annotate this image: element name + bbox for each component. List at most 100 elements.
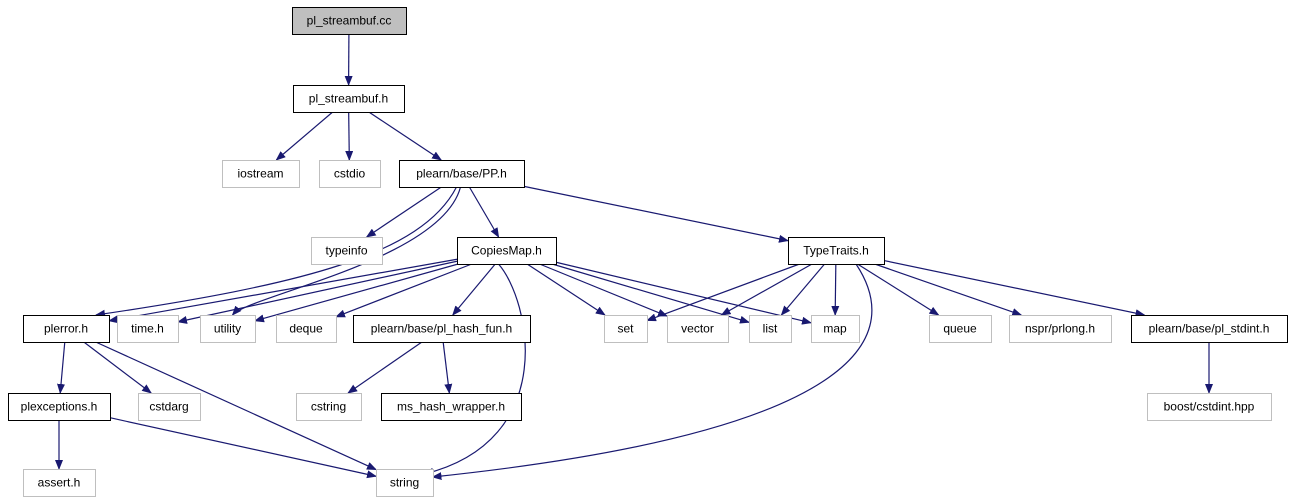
- edge-hashfun-to-cstring: [347, 341, 423, 394]
- node-label: set: [617, 322, 634, 336]
- node-label: iostream: [237, 167, 283, 181]
- node-deque: deque: [276, 315, 337, 343]
- node-label: plexceptions.h: [21, 400, 98, 414]
- node-label: cstring: [311, 400, 346, 414]
- node-pp_h[interactable]: plearn/base/PP.h: [399, 160, 525, 188]
- node-label: boost/cstdint.hpp: [1164, 400, 1255, 414]
- node-prlong: nspr/prlong.h: [1009, 315, 1112, 343]
- node-label: nspr/prlong.h: [1025, 322, 1095, 336]
- node-assert_h: assert.h: [23, 469, 96, 497]
- edge-copiesmap-to-plerror: [108, 258, 458, 324]
- edge-plerror-to-string: [95, 341, 377, 471]
- edge-pp_h-to-copiesmap: [468, 186, 500, 238]
- node-box: [1009, 315, 1112, 343]
- node-box: [399, 160, 525, 188]
- node-typetraits[interactable]: TypeTraits.h: [788, 237, 885, 265]
- edge-plexceptions-to-string: [109, 417, 377, 479]
- node-label: cstdarg: [149, 400, 188, 414]
- node-utility: utility: [200, 315, 256, 343]
- edge-copiesmap-to-vector: [539, 263, 668, 317]
- node-box: [929, 315, 992, 343]
- node-label: string: [390, 476, 419, 490]
- node-plsb_h[interactable]: pl_streambuf.h: [293, 85, 405, 113]
- node-box: [23, 315, 110, 343]
- node-label: plearn/base/pl_stdint.h: [1149, 322, 1270, 336]
- edge-hashfun-to-mshash: [442, 341, 453, 394]
- node-label: list: [763, 322, 778, 336]
- node-queue: queue: [929, 315, 992, 343]
- node-box: [222, 160, 300, 188]
- node-box: [1131, 315, 1288, 343]
- edge-plsb_h-to-cstdio: [345, 111, 354, 161]
- node-box: [293, 85, 405, 113]
- edge-copiesmap-to-set: [526, 263, 606, 316]
- node-string: string: [376, 469, 434, 497]
- node-hashfun[interactable]: plearn/base/pl_hash_fun.h: [353, 315, 531, 343]
- node-cstring: cstring: [296, 393, 362, 421]
- node-root[interactable]: pl_streambuf.cc: [292, 7, 407, 35]
- node-label: vector: [681, 322, 714, 336]
- node-cstdarg: cstdarg: [138, 393, 201, 421]
- edge-typetraits-to-vector: [720, 263, 813, 316]
- edge-pp_h-to-typeinfo: [365, 186, 442, 238]
- node-plerror[interactable]: plerror.h: [23, 315, 110, 343]
- node-plexceptions[interactable]: plexceptions.h: [8, 393, 111, 421]
- node-mshash[interactable]: ms_hash_wrapper.h: [381, 393, 522, 421]
- node-box: [296, 393, 362, 421]
- node-box: [319, 160, 381, 188]
- node-typeinfo: typeinfo: [311, 237, 383, 265]
- node-box: [667, 315, 729, 343]
- node-label: time.h: [131, 322, 164, 336]
- node-box: [749, 315, 792, 343]
- node-label: ms_hash_wrapper.h: [397, 400, 505, 414]
- node-vector: vector: [667, 315, 729, 343]
- node-boostcstdint: boost/cstdint.hpp: [1147, 393, 1272, 421]
- edge-typetraits-to-set: [646, 263, 800, 322]
- node-label: plearn/base/PP.h: [416, 167, 507, 181]
- node-map: map: [811, 315, 860, 343]
- edge-plsb_h-to-pp_h: [368, 111, 442, 161]
- node-box: [8, 393, 111, 421]
- edge-copiesmap-to-deque: [335, 263, 473, 318]
- node-box: [353, 315, 531, 343]
- edge-copiesmap-to-time_h: [177, 260, 458, 324]
- edge-copiesmap-to-map: [555, 261, 812, 325]
- node-label: map: [823, 322, 847, 336]
- node-box: [138, 393, 201, 421]
- node-box: [457, 237, 557, 265]
- node-label: CopiesMap.h: [471, 244, 542, 258]
- node-label: pl_streambuf.cc: [307, 14, 392, 28]
- node-box: [376, 469, 434, 497]
- node-label: pl_streambuf.h: [309, 92, 388, 106]
- node-box: [311, 237, 383, 265]
- edge-typetraits-to-stdint: [883, 259, 1146, 318]
- edge-pp_h-to-plerror: [95, 186, 458, 318]
- node-box: [276, 315, 337, 343]
- node-label: TypeTraits.h: [803, 244, 869, 258]
- nodes-layer: pl_streambuf.cc pl_streambuf.h iostream cst…: [8, 7, 1288, 497]
- node-stdint[interactable]: plearn/base/pl_stdint.h: [1131, 315, 1288, 343]
- node-box: [811, 315, 860, 343]
- node-label: deque: [289, 322, 323, 336]
- edge-copiesmap-to-utility: [254, 263, 459, 323]
- node-box: [200, 315, 256, 343]
- node-box: [1147, 393, 1272, 421]
- edge-typetraits-to-prlong: [874, 263, 1023, 316]
- edge-plerror-to-cstdarg: [83, 341, 152, 394]
- node-copiesmap[interactable]: CopiesMap.h: [457, 237, 557, 265]
- node-box: [292, 7, 407, 35]
- edge-typetraits-to-map: [831, 263, 840, 316]
- edge-typetraits-to-list: [780, 263, 826, 316]
- node-iostream: iostream: [222, 160, 300, 188]
- node-label: plearn/base/pl_hash_fun.h: [371, 322, 512, 336]
- node-label: queue: [943, 322, 977, 336]
- node-box: [788, 237, 885, 265]
- node-label: assert.h: [38, 476, 81, 490]
- node-box: [117, 315, 179, 343]
- edge-copiesmap-to-list: [551, 263, 750, 324]
- node-time_h: time.h: [117, 315, 179, 343]
- node-box: [381, 393, 522, 421]
- edge-plsb_h-to-iostream: [275, 111, 334, 161]
